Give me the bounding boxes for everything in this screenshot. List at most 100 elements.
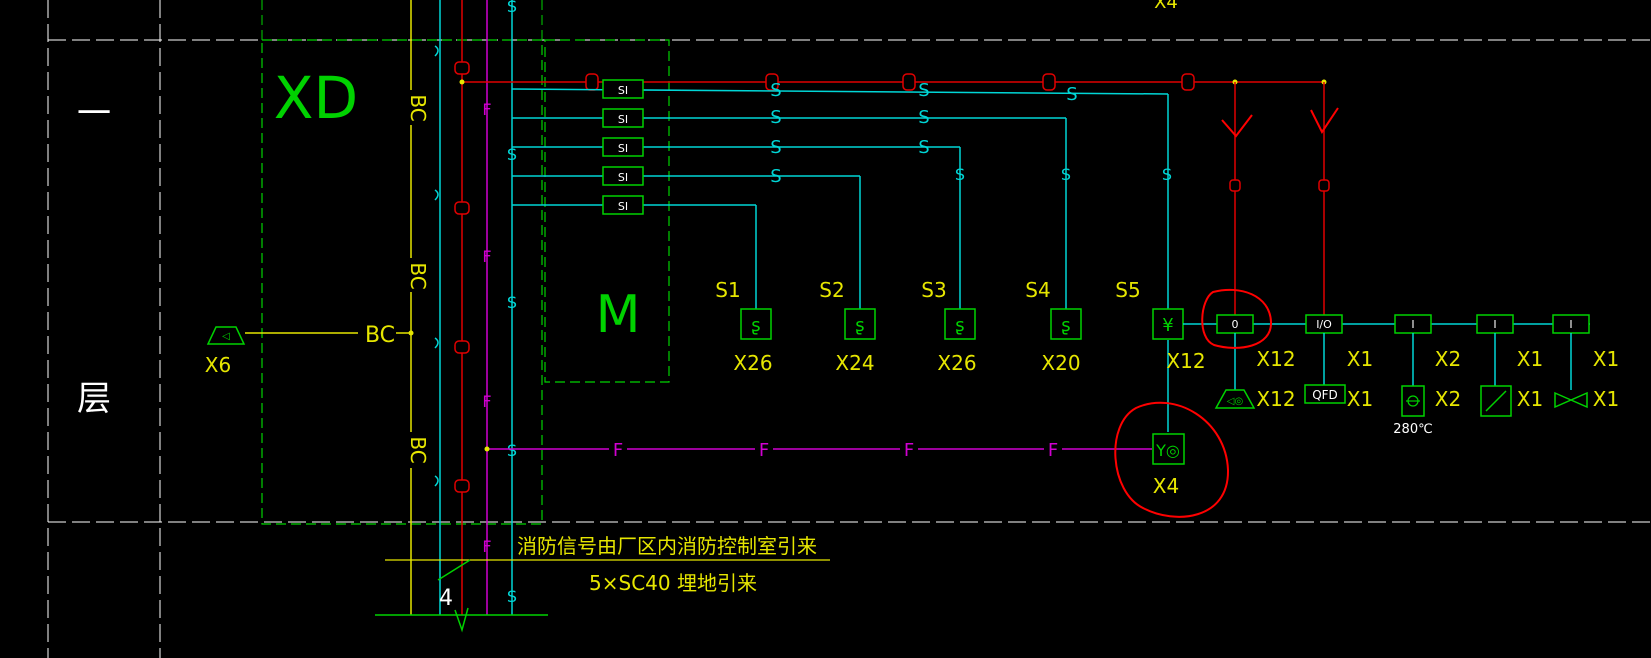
input-module-2[interactable]: I <box>1476 314 1514 334</box>
s-label: S <box>507 293 517 312</box>
xd-panel-label: XD <box>274 64 358 132</box>
si-module[interactable]: SI <box>602 79 644 99</box>
f-label: F <box>482 537 491 556</box>
f-label: F <box>759 440 769 461</box>
s-label: S <box>507 441 517 460</box>
x6-sounder-device[interactable]: ◁ <box>206 326 246 345</box>
x4-count: X4 <box>1153 474 1179 498</box>
zone-label-s3: S3 <box>921 278 946 302</box>
markup-check-2 <box>1310 107 1339 134</box>
module-label: I <box>1569 318 1572 331</box>
f-label: F <box>904 440 914 461</box>
bc-label-1: BC <box>406 94 430 121</box>
si-label: SI <box>618 142 628 155</box>
markup-circle-hydrant <box>1114 401 1230 518</box>
x26-count-2: X26 <box>937 351 976 375</box>
markup-check-1 <box>1221 114 1253 138</box>
x1-count-5: X1 <box>1517 387 1543 411</box>
x20-count: X20 <box>1041 351 1080 375</box>
s-label: S <box>507 0 517 16</box>
bc-junction <box>408 330 414 336</box>
hydrant-button-device[interactable]: Y◎ <box>1152 433 1185 465</box>
s-label: S <box>1162 165 1172 184</box>
hydrant-button-icon: Y◎ <box>1155 441 1180 460</box>
bc-label-3: BC <box>406 436 430 463</box>
manual-call-point-s5[interactable]: ¥ <box>1152 308 1184 340</box>
module-label: I <box>1411 318 1414 331</box>
qfd-label: QFD <box>1312 388 1338 402</box>
s-label: S <box>770 137 781 158</box>
valve-device[interactable] <box>1554 391 1588 409</box>
speaker-icon: ◁ <box>222 331 230 342</box>
f-label: F <box>1048 440 1058 461</box>
x24-count: X24 <box>835 351 874 375</box>
markup-circle-module <box>1201 288 1273 349</box>
si-module[interactable]: SI <box>602 195 644 215</box>
f-label: F <box>613 440 623 461</box>
m-panel[interactable] <box>544 39 670 383</box>
input-module-3[interactable]: I <box>1552 314 1590 334</box>
smoke-detector-s4[interactable]: ʂ <box>1050 308 1082 340</box>
s-feeder-markers: S S S S S S S S S S S <box>770 80 1172 187</box>
alarm-icon: ◁◎ <box>1227 396 1243 407</box>
smoke-detector-s2[interactable]: ʂ <box>844 308 876 340</box>
s-label: S <box>770 80 781 101</box>
si-module[interactable]: SI <box>602 137 644 157</box>
bc-label-2: BC <box>406 262 430 289</box>
si-module[interactable]: SI <box>602 108 644 128</box>
f-label: F <box>482 247 491 266</box>
floor-label-char1: 一 <box>77 94 111 134</box>
note-line-2: 5×SC40 埋地引来 <box>589 571 757 595</box>
zone-label-s4: S4 <box>1025 278 1050 302</box>
d-horizontal-markers <box>585 73 1195 91</box>
output-module-0[interactable]: 0 <box>1216 314 1254 334</box>
s-drops <box>755 94 1169 432</box>
smoke-detector-s1[interactable]: ʂ <box>740 308 772 340</box>
f-label: F <box>482 392 491 411</box>
bc-label-horizontal: BC <box>365 323 395 348</box>
s-label: S <box>918 80 929 101</box>
smoke-detector-icon: ʂ <box>1061 315 1070 336</box>
x26-count: X26 <box>733 351 772 375</box>
si-module[interactable]: SI <box>602 166 644 186</box>
x2-count-2: X2 <box>1435 387 1461 411</box>
smoke-detector-icon: ʂ <box>855 315 864 336</box>
s-label: S <box>1066 84 1077 105</box>
si-label: SI <box>618 200 628 213</box>
qfd-device[interactable]: QFD <box>1304 384 1346 404</box>
s-label: S <box>770 107 781 128</box>
s-label: S <box>507 145 517 164</box>
x12-count: X12 <box>1166 349 1205 373</box>
x1-count-6: X1 <box>1593 387 1619 411</box>
s-label: S <box>507 587 517 606</box>
markup-annotations <box>1114 107 1339 518</box>
xd-panel[interactable] <box>261 39 543 525</box>
smoke-detector-icon: ʂ <box>955 315 964 336</box>
x12-count-2: X12 <box>1256 347 1295 371</box>
sound-light-alarm-device[interactable]: ◁◎ <box>1214 389 1256 409</box>
call-point-icon: ¥ <box>1162 315 1173 336</box>
s-label: S <box>918 107 929 128</box>
sounder-icon <box>206 326 246 345</box>
f-bus-labels: F F F F <box>482 100 491 556</box>
io-module[interactable]: I/O <box>1305 314 1343 334</box>
x1-count-4: X1 <box>1347 387 1373 411</box>
si-label: SI <box>618 84 628 97</box>
cable-break-symbol <box>437 559 471 633</box>
f-label: F <box>482 100 491 119</box>
cable-count: 4 <box>439 586 453 611</box>
temperature-label: 280℃ <box>1393 422 1432 437</box>
input-module-1[interactable]: I <box>1394 314 1432 334</box>
module-label: I/O <box>1316 318 1332 331</box>
smoke-detector-s3[interactable]: ʂ <box>944 308 976 340</box>
d-junction <box>459 79 465 85</box>
s-label: S <box>770 166 781 187</box>
smoke-detector-icon: ʂ <box>751 315 760 336</box>
switch-device[interactable] <box>1480 385 1512 417</box>
zone-label-s2: S2 <box>819 278 844 302</box>
d-drop-marker <box>1229 179 1241 192</box>
m-panel-label: M <box>596 285 641 345</box>
valve-icon <box>1554 391 1588 409</box>
fire-damper-device[interactable] <box>1401 385 1425 417</box>
